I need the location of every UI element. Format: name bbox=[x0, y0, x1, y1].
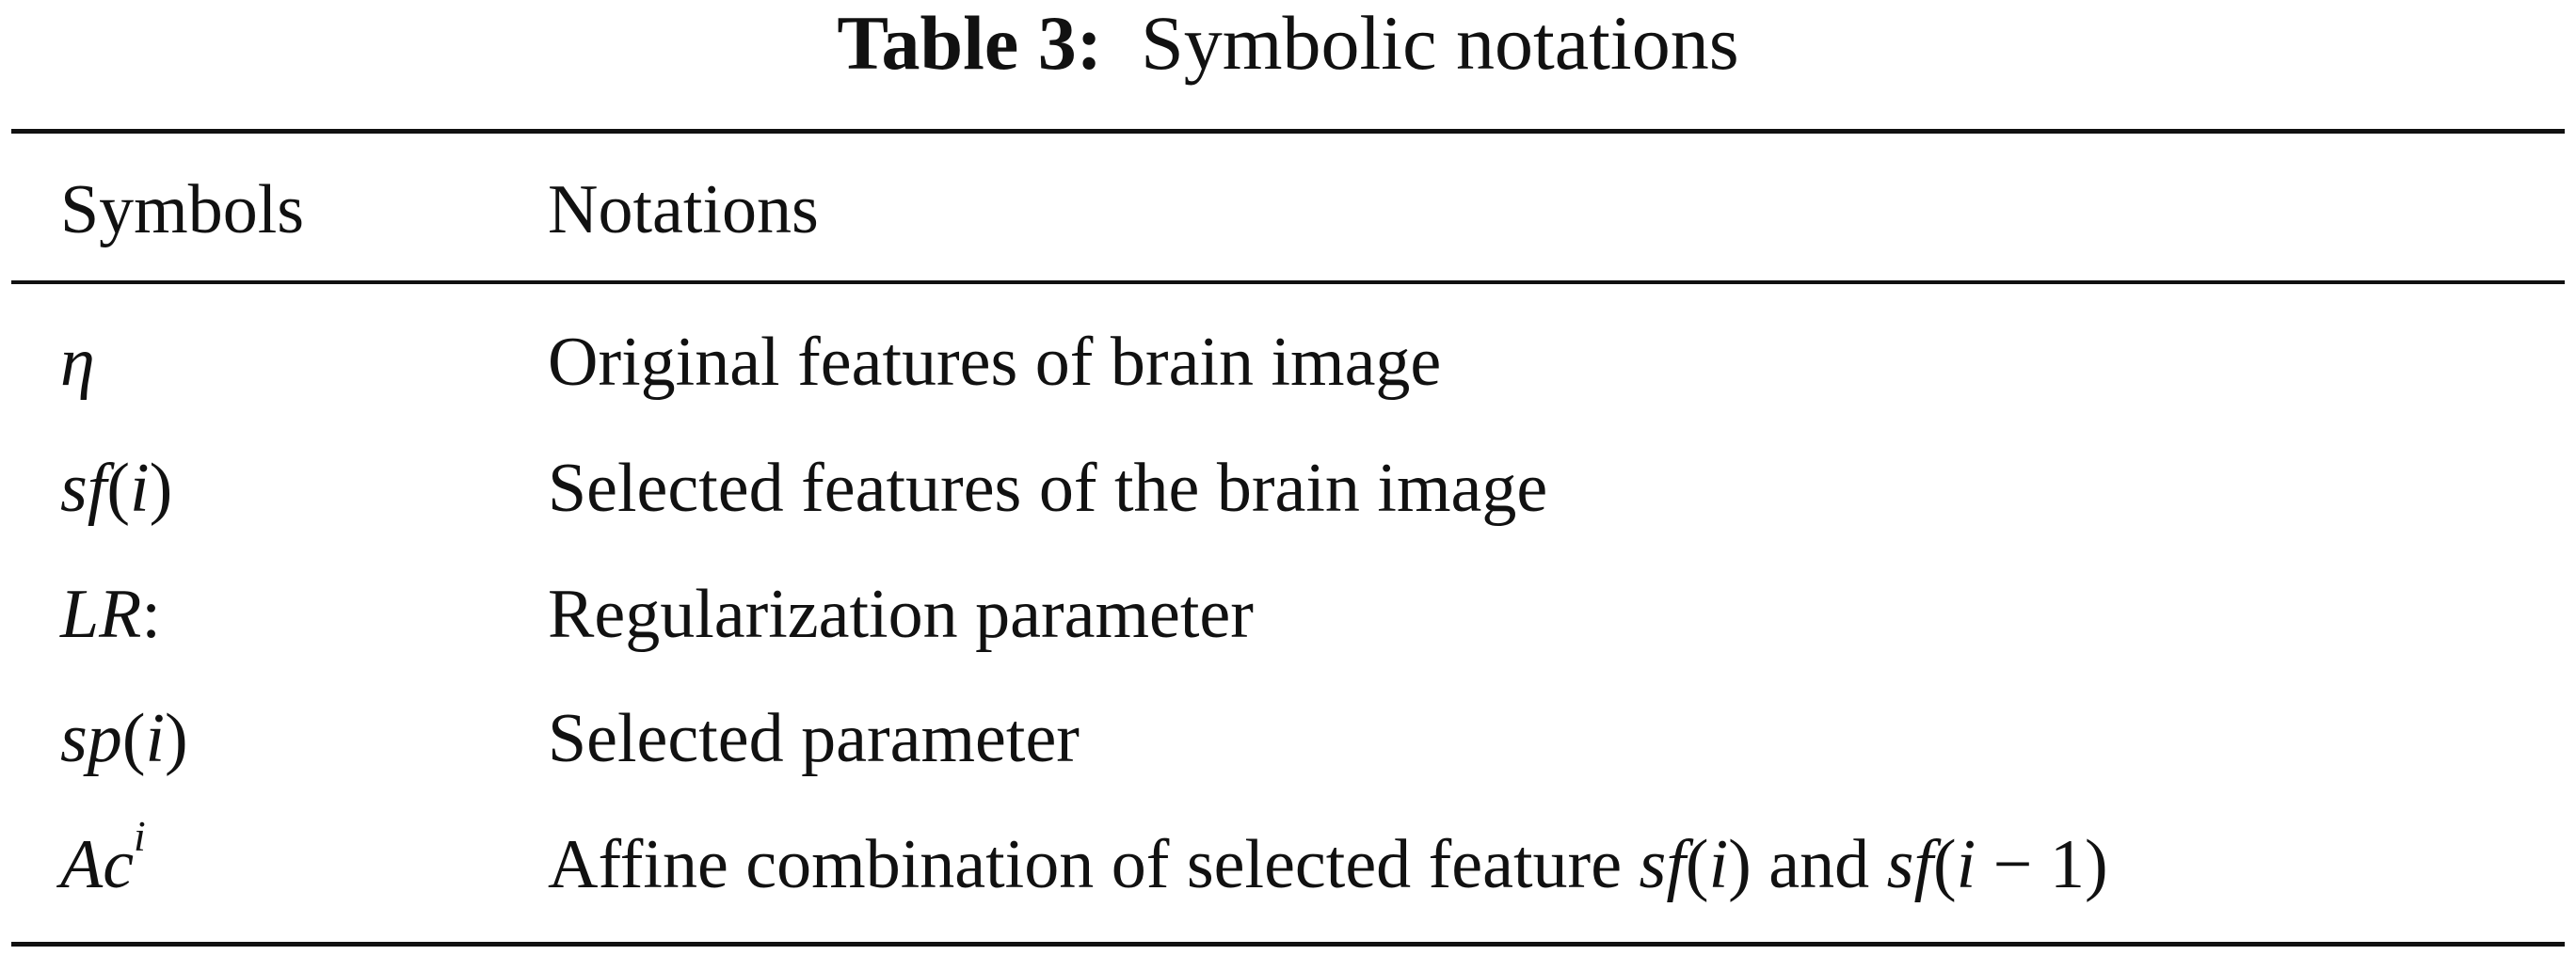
table-caption: Table 3: Symbolic notations bbox=[0, 0, 2576, 87]
row-0-symbol: η bbox=[60, 324, 95, 401]
table-header-rule bbox=[11, 280, 2565, 284]
row-2-symbol: LR: bbox=[60, 576, 161, 653]
table-caption-label: Table 3: bbox=[837, 0, 1103, 86]
row-0-notation: Original features of brain image bbox=[548, 324, 1442, 401]
table-top-rule bbox=[11, 129, 2565, 134]
row-1-notation: Selected features of the brain image bbox=[548, 450, 1548, 527]
row-2-notation: Regularization parameter bbox=[548, 576, 1254, 653]
row-1-symbol: sf(i) bbox=[60, 450, 173, 527]
header-notations: Notations bbox=[548, 171, 819, 248]
table-bottom-rule bbox=[11, 942, 2565, 947]
row-3-symbol: sp(i) bbox=[60, 700, 188, 777]
row-4-symbol: Aci bbox=[60, 812, 146, 903]
header-symbols: Symbols bbox=[60, 171, 305, 248]
row-3-notation: Selected parameter bbox=[548, 700, 1080, 777]
row-4-notation: Affine combination of selected feature s… bbox=[548, 826, 2108, 903]
table-caption-text: Symbolic notations bbox=[1141, 0, 1739, 86]
